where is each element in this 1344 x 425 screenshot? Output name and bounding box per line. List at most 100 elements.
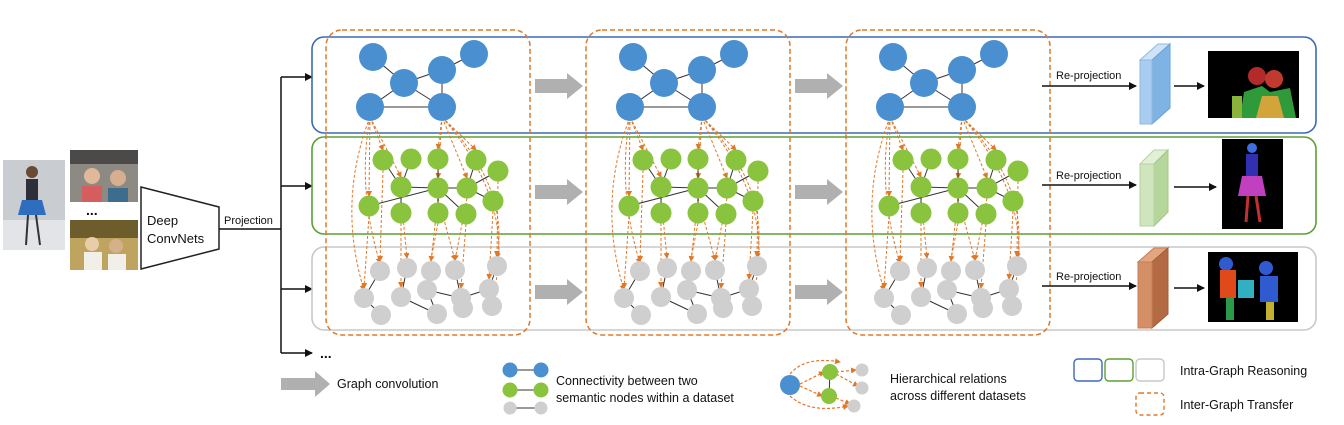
green-graph [358,148,509,225]
transfer-curve [961,116,1020,299]
legend-intra-graph-label: Intra-Graph Reasoning [1180,364,1307,378]
legend-connectivity-line1: Connectivity between two [556,374,698,388]
transfer-curve [961,116,1021,259]
legend: Graph convolution Connectivity between t… [281,358,1307,416]
transfer-arrow [889,116,904,151]
graph-node [614,288,634,308]
graph-node [618,195,640,217]
graph-node [941,261,961,281]
transfer-curve [351,116,371,291]
inter-graph-transfer-box [845,29,1051,336]
graph-node [705,260,725,280]
projection-label: Projection [224,215,273,227]
graph-node [371,305,391,325]
feature-map-brown-icon [1136,246,1170,330]
transfer-curve [884,116,902,264]
graph-node [910,176,932,198]
graph-node [650,202,672,224]
photo-two-women-icon [70,150,138,202]
graph-convolution-arrow [795,279,843,305]
graph-stage-2 [585,29,791,336]
graph-node [354,288,374,308]
legend-graph-convolution-label: Graph convolution [337,377,439,391]
graph-node [631,305,651,325]
graph-node [650,69,678,97]
reprojection-label-blue: Re-projection [1056,70,1121,82]
segmentation-output-blue-icon [1208,51,1299,118]
graph-node [397,258,417,278]
transfer-arrow [458,223,467,289]
graph-node [455,203,477,225]
row-frame-gray [311,246,1317,331]
graph-node [890,261,910,281]
gray-graph [354,256,507,325]
transfer-curve [871,116,891,291]
inter-graph-transfer-box [325,29,531,336]
legend-hierarchical: Hierarchical relations across different … [780,358,1026,413]
graph-node [479,279,499,299]
transfer-arrow [629,116,662,178]
transfer-arrow [629,116,644,151]
transfer-arrow [961,116,988,179]
graph-node [1007,256,1027,276]
graph-node [391,287,411,307]
graph-node [688,93,716,121]
graph-node [973,298,993,318]
graph-node [657,258,677,278]
legend-intra-graph: Intra-Graph Reasoning [1073,358,1307,382]
legend-inter-graph: Inter-Graph Transfer [1135,392,1293,416]
graph-stages [325,29,1051,336]
graph-node [482,190,504,212]
transfer-arrow [369,116,384,151]
green-graph [878,148,1029,225]
graph-node [427,202,449,224]
graph-node [687,202,709,224]
graph-node [460,40,488,68]
transfer-arrow [886,116,893,197]
graph-node [356,93,384,121]
graph-node [677,280,697,300]
legend-hierarchical-line2: across different datasets [890,389,1026,403]
segmentation-output-gray-icon [1208,252,1298,322]
graph-node [892,149,914,171]
graph-convolution-arrow [795,179,843,205]
graph-node [739,279,759,299]
graph-convolution-arrow [535,73,583,99]
row-frame-green [311,136,1317,235]
transfer-arrow [361,215,370,289]
inter-graph-transfer-box [585,29,791,336]
gray-graph [614,256,767,325]
transfer-arrow [377,169,384,262]
graph-node [370,261,390,281]
encoder-trapezoid: Deep ConvNets [140,186,220,270]
transfer-arrow [435,116,443,150]
graph-node [947,304,967,324]
graph-node [687,177,709,199]
graph-convolution-arrow [535,279,583,305]
reprojection-label-gray: Re-projection [1056,271,1121,283]
graph-node [390,176,412,198]
legend-graph-convolution: Graph convolution [281,371,439,397]
graph-node [947,202,969,224]
graph-node [619,43,647,71]
graph-node [747,160,769,182]
transfer-arrow [369,116,402,178]
graph-node [911,287,931,307]
legend-connectivity: Connectivity between two semantic nodes … [502,362,734,415]
graph-node [891,305,911,325]
graph-node [713,298,733,318]
graph-node [687,148,709,170]
feature-map-green-icon [1138,148,1170,228]
input-photos: ... [3,150,138,270]
graph-node [372,149,394,171]
transfer-arrow [978,223,987,289]
transfer-arrow [718,223,727,289]
graph-node [725,149,747,171]
blue-graph [356,40,488,121]
graph-node [400,148,422,170]
graph-node [747,256,767,276]
graph-node [427,304,447,324]
graph-node [948,56,976,84]
graph-node [482,296,502,316]
legend-hierarchical-line1: Hierarchical relations [890,372,1007,386]
